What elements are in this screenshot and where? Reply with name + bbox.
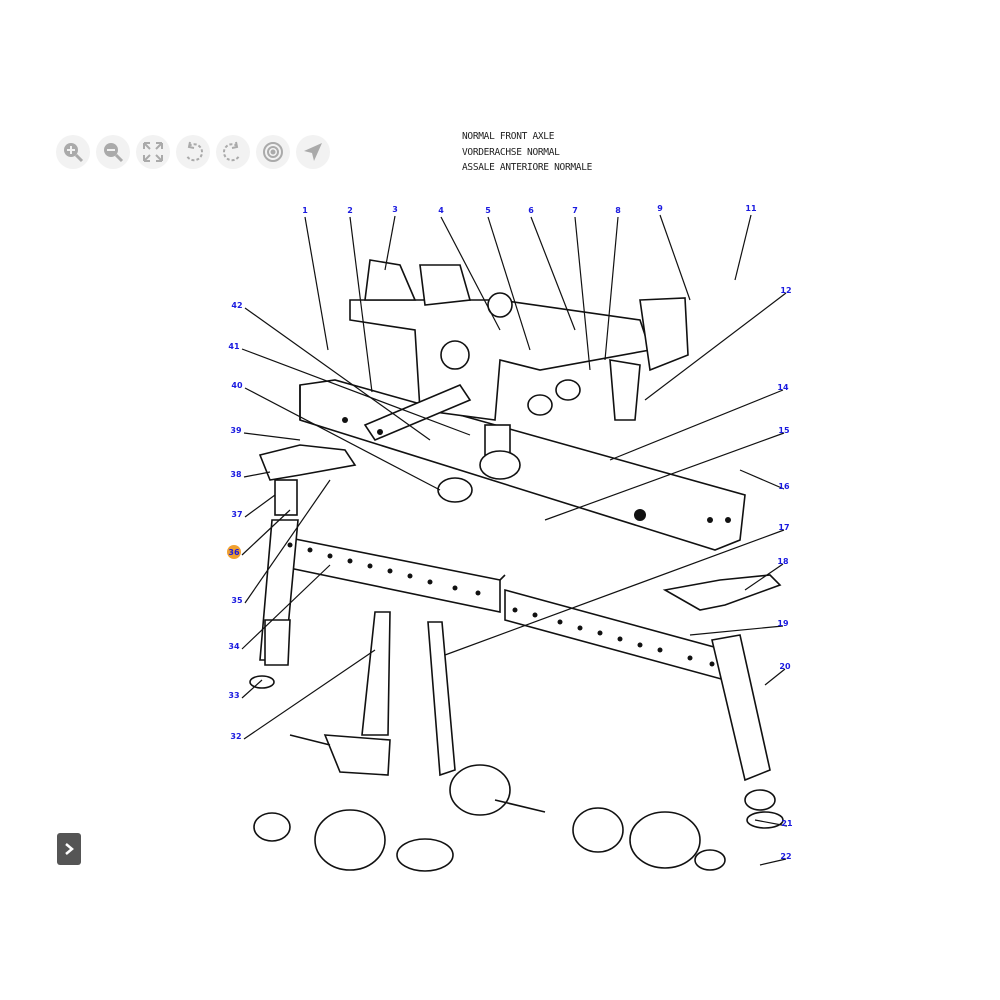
- leader-line: [659, 214, 691, 301]
- leader-line: [244, 494, 276, 518]
- leader-line: [754, 819, 788, 827]
- callout-12[interactable]: 12: [780, 286, 791, 295]
- leader-line: [241, 509, 291, 556]
- navigate-icon: [304, 143, 322, 161]
- callout-17[interactable]: 17: [778, 523, 789, 532]
- zoom-out-icon: [104, 143, 124, 163]
- leader-line: [644, 292, 787, 401]
- rotate-right-button[interactable]: [216, 135, 250, 169]
- leader-line: [689, 625, 784, 636]
- leader-line: [574, 216, 591, 371]
- leader-line: [241, 564, 331, 650]
- callout-21[interactable]: 21: [781, 819, 793, 828]
- callout-8[interactable]: 8: [615, 206, 621, 215]
- callout-40[interactable]: 40: [231, 381, 243, 390]
- callout-33[interactable]: 33: [228, 691, 239, 700]
- callout-18[interactable]: 18: [777, 557, 789, 566]
- callout-15[interactable]: 15: [778, 426, 790, 435]
- callout-35[interactable]: 35: [231, 596, 243, 605]
- leader-line: [734, 214, 752, 281]
- leader-line: [241, 348, 471, 436]
- title-line: VORDERACHSE NORMAL: [462, 146, 560, 158]
- target-button[interactable]: [256, 135, 290, 169]
- zoom-in-icon: [64, 143, 84, 163]
- callout-7[interactable]: 7: [572, 206, 578, 215]
- leader-line: [604, 216, 619, 361]
- leader-line: [759, 858, 787, 866]
- callout-34[interactable]: 34: [228, 642, 240, 651]
- callout-6[interactable]: 6: [528, 206, 534, 215]
- callout-32[interactable]: 32: [230, 732, 241, 741]
- callout-9[interactable]: 9: [657, 204, 663, 213]
- leader-line: [444, 529, 785, 656]
- leader-line: [244, 307, 431, 441]
- title-line: NORMAL FRONT AXLE: [462, 131, 555, 142]
- axle-drawing: [249, 259, 784, 872]
- beam-holes: [287, 417, 731, 667]
- callout-37[interactable]: 37: [231, 510, 242, 519]
- next-button[interactable]: [57, 833, 81, 865]
- leader-line: [241, 679, 263, 699]
- callout-14[interactable]: 14: [777, 383, 789, 392]
- fit-screen-button[interactable]: [136, 135, 170, 169]
- callout-3[interactable]: 3: [392, 205, 398, 214]
- callout-highlight: [227, 545, 241, 559]
- callout-11[interactable]: 11: [745, 204, 757, 213]
- leader-line: [764, 668, 786, 686]
- callout-38[interactable]: 38: [230, 470, 242, 479]
- callout-39[interactable]: 39: [230, 426, 242, 435]
- leader-line: [487, 216, 531, 351]
- chevron-right-icon: [65, 843, 74, 855]
- leader-line: [744, 563, 784, 591]
- rotate-right-icon: [222, 141, 240, 162]
- callout-16[interactable]: 16: [778, 482, 790, 491]
- callout-22[interactable]: 22: [780, 852, 791, 861]
- callout-42[interactable]: 42: [231, 301, 242, 310]
- zoom-in-button[interactable]: [56, 135, 90, 169]
- leader-line: [609, 389, 784, 461]
- navigate-button[interactable]: [296, 135, 330, 169]
- target-icon: [263, 142, 283, 162]
- leader-line: [304, 216, 329, 351]
- leader-line: [244, 479, 331, 604]
- zoom-out-button[interactable]: [96, 135, 130, 169]
- callout-41[interactable]: 41: [228, 342, 240, 351]
- leader-line: [530, 216, 576, 331]
- callout-2[interactable]: 2: [347, 206, 353, 215]
- leader-line: [243, 471, 271, 478]
- diagram-title: NORMAL FRONT AXLE VORDERACHSE NORMAL ASS…: [462, 129, 592, 176]
- title-line: ASSALE ANTERIORE NORMALE: [462, 162, 593, 173]
- leader-line: [243, 649, 376, 740]
- viewer-toolbar: [56, 135, 330, 169]
- leader-line: [384, 215, 396, 271]
- leader-line: [243, 432, 301, 441]
- fit-screen-icon: [143, 142, 163, 162]
- callout-36[interactable]: 36: [228, 548, 240, 557]
- callout-1[interactable]: 1: [302, 206, 308, 215]
- rotate-left-icon: [186, 141, 204, 162]
- leader-line: [544, 432, 785, 521]
- leader-line: [440, 216, 501, 331]
- callout-19[interactable]: 19: [777, 619, 789, 628]
- leader-line: [244, 387, 441, 491]
- leader-line: [349, 216, 373, 393]
- leader-line: [739, 469, 785, 490]
- callout-5[interactable]: 5: [485, 206, 491, 215]
- callout-4[interactable]: 4: [438, 206, 444, 215]
- rotate-left-button[interactable]: [176, 135, 210, 169]
- callout-20[interactable]: 20: [779, 662, 791, 671]
